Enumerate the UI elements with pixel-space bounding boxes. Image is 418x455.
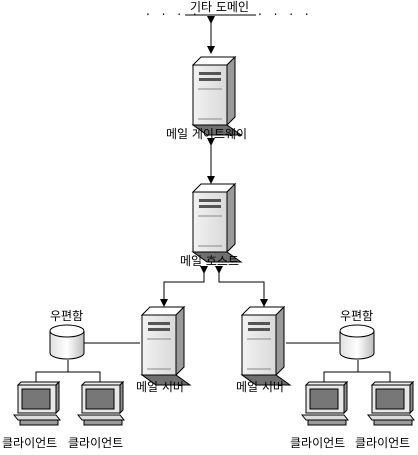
right-mailbox-icon <box>339 324 375 360</box>
client-3-computer-icon <box>300 380 350 426</box>
mail-gateway-label: 메일 게이트웨이 <box>166 127 248 141</box>
client-4-label: 클라이언트 <box>355 436 411 450</box>
other-domains-label: 기타 도메인 <box>190 0 250 14</box>
right-mailbox-label: 우편함 <box>340 309 374 323</box>
mail-host-server-icon <box>191 182 243 263</box>
client-2-label: 클라이언트 <box>68 436 124 450</box>
mail-gateway-server-icon <box>191 55 243 136</box>
left-ellipsis-dots: . . . . <box>146 4 201 18</box>
arrow-host-right-server <box>215 266 268 307</box>
left-mail-server-label: 메일 서버 <box>136 380 184 394</box>
right-mail-server-icon <box>240 305 292 386</box>
arrow-host-left-server <box>160 266 208 307</box>
line-right-tree-branches <box>323 371 391 382</box>
line-left-tree-branches <box>35 371 101 382</box>
client-2-computer-icon <box>76 380 126 426</box>
right-mail-server-label: 메일 서버 <box>236 380 284 394</box>
left-mailbox-label: 우편함 <box>50 309 84 323</box>
client-4-computer-icon <box>366 380 416 426</box>
right-ellipsis-dots: . . . . <box>258 4 313 18</box>
left-mail-server-icon <box>140 305 192 386</box>
left-mailbox-icon <box>49 324 85 360</box>
client-1-computer-icon <box>12 380 62 426</box>
client-1-label: 클라이언트 <box>2 436 58 450</box>
mail-host-label: 메일 호스트 <box>180 254 240 268</box>
client-3-label: 클라이언트 <box>290 436 346 450</box>
